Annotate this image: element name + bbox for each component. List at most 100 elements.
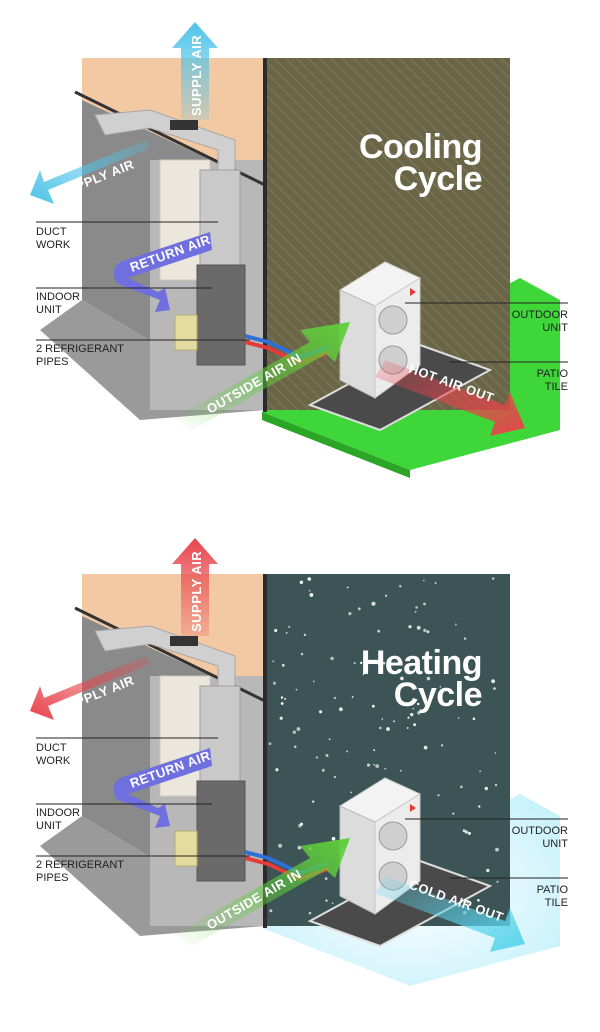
svg-text:PIPES: PIPES [36, 872, 68, 884]
snowflake [462, 829, 466, 833]
snowflake [330, 656, 334, 661]
snowflake [384, 767, 387, 770]
cooling-title-line2: Cycle [394, 160, 482, 198]
snowflake [426, 676, 431, 681]
supply-air-up-arrow: SUPPLY AIR [172, 22, 218, 120]
snowflake [495, 847, 499, 852]
label-refrigerant-pipes: 2 REFRIGERANT [36, 859, 124, 871]
snowflake [273, 681, 276, 685]
snowflake [303, 633, 306, 636]
snowflake [331, 836, 336, 841]
snowflake [279, 716, 283, 720]
snowflake [397, 689, 400, 692]
snowflake [423, 602, 426, 606]
snowflake [295, 688, 298, 691]
snowflake [413, 723, 416, 727]
cooling-cycle-diagram: SUPPLY AIR SUPPLY AIR RETURN AIR OUTSIDE… [0, 0, 600, 500]
snowflake [416, 625, 421, 630]
label-duct-work: DUCT [36, 226, 67, 238]
svg-text:UNIT: UNIT [36, 304, 62, 316]
snowflake [274, 628, 278, 633]
grass-edge [262, 412, 410, 478]
snowflake [366, 763, 371, 767]
snowflake [423, 745, 428, 750]
snowflake [437, 794, 440, 797]
snowflake [439, 686, 442, 688]
snowflake [492, 577, 495, 580]
snowflake [269, 909, 273, 913]
snowflake [477, 694, 480, 697]
heating-title-line2: Cycle [394, 676, 482, 714]
snowflake [292, 730, 296, 734]
snowflake [353, 662, 356, 665]
snowflake [457, 717, 460, 719]
snowflake [348, 612, 352, 616]
cooling-title-line1: Cooling [359, 128, 482, 166]
svg-text:WORK: WORK [36, 239, 71, 251]
snowflake [466, 901, 469, 904]
snowflake [423, 579, 425, 582]
snowflake [478, 805, 481, 808]
snowflake [399, 585, 402, 588]
snowflake [293, 745, 297, 749]
snowflake [278, 843, 283, 848]
label-outdoor-unit: OUTDOOR [512, 825, 568, 837]
snowflake [297, 845, 302, 850]
snowflake [386, 727, 390, 731]
snowflake [371, 601, 376, 606]
snowflake [423, 628, 427, 632]
snowflake [307, 577, 312, 581]
snowflake [319, 710, 323, 714]
snowflake [281, 663, 285, 667]
snowflake [494, 783, 498, 787]
snowflake [463, 637, 467, 640]
snowflake [346, 586, 349, 589]
snowflake [275, 768, 279, 772]
snowflake [309, 593, 314, 597]
snowflake [417, 711, 421, 715]
label-indoor-unit: INDOOR [36, 291, 80, 303]
snowflake [325, 899, 328, 902]
snowflake [494, 752, 497, 754]
snowflake [313, 680, 315, 683]
snowflake [486, 868, 490, 873]
cooling-illustration: SUPPLY AIR SUPPLY AIR RETURN AIR OUTSIDE… [30, 22, 569, 478]
snowflake [371, 704, 375, 708]
snowflake [328, 738, 331, 741]
snowflake [395, 671, 398, 675]
svg-text:SUPPLY AIR: SUPPLY AIR [189, 35, 204, 116]
snowflake [399, 769, 402, 772]
snowflake [268, 742, 272, 745]
snowflake [415, 606, 418, 609]
svg-text:PIPES: PIPES [36, 356, 68, 368]
snowflake [379, 726, 382, 730]
label-indoor-unit: INDOOR [36, 807, 80, 819]
heating-title-line1: Heating [361, 644, 482, 682]
snowflake [300, 822, 303, 826]
snowflake [412, 707, 415, 710]
snowflake [324, 877, 328, 880]
snowflake [272, 660, 275, 663]
snowflake [346, 750, 348, 753]
snowflake [426, 630, 430, 634]
snowflake [373, 749, 376, 752]
snowflake [479, 770, 481, 773]
snowflake [363, 652, 367, 656]
label-duct-work: DUCT [36, 742, 67, 754]
indoor-unit [196, 780, 246, 882]
snowflake [496, 880, 499, 883]
storage-box [174, 314, 198, 351]
snowflake [280, 702, 284, 705]
svg-text:WORK: WORK [36, 755, 71, 767]
snowflake [484, 786, 488, 791]
snowflake [300, 652, 304, 656]
snowflake [331, 902, 334, 904]
label-refrigerant-pipes: 2 REFRIGERANT [36, 343, 124, 355]
supply-air-up-arrow: SUPPLY AIR [172, 538, 218, 636]
label-patio-tile: PATIO [537, 368, 569, 380]
label-outdoor-unit: OUTDOOR [512, 309, 568, 321]
snowflake [393, 720, 395, 723]
svg-text:UNIT: UNIT [542, 838, 568, 850]
snowflake [350, 791, 352, 794]
snowflake [375, 764, 380, 768]
